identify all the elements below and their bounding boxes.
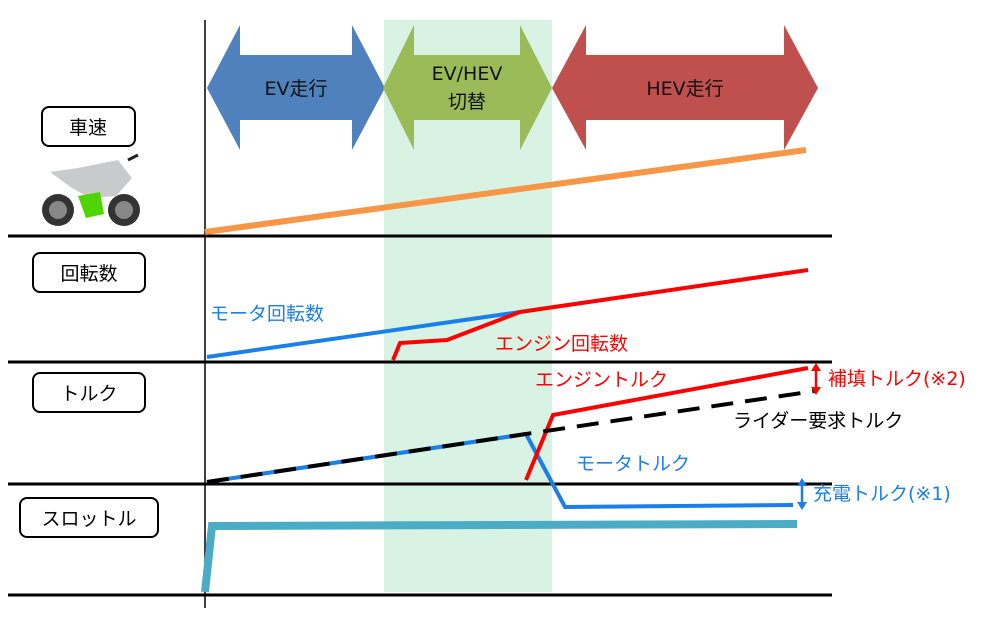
hev-phase-label: HEV走行 (646, 78, 723, 100)
switch-phase-label-2: 切替 (448, 91, 486, 113)
throttle-label: スロットル (41, 508, 136, 530)
engine-rpm-label: エンジン回転数 (495, 333, 628, 355)
rider-torque-label: ライダー要求トルク (733, 410, 903, 432)
switch-phase-arrow (383, 25, 552, 150)
motor-torque-label: モータトルク (576, 453, 690, 475)
motor-torque-line (206, 431, 794, 510)
rider-torque-line (206, 389, 816, 484)
engine-torque-line (524, 366, 809, 481)
ev-phase-arrow (207, 25, 385, 150)
rpm-label: 回転数 (60, 263, 117, 285)
throttle-label-box (19, 497, 159, 538)
charge-torque-arrow (797, 478, 807, 510)
supplement-torque-label: 補填トルク(※2) (828, 368, 966, 390)
speed-label-box (41, 106, 136, 147)
supplement-torque-arrow (811, 363, 821, 395)
ev-phase-label: EV走行 (264, 78, 327, 100)
motor-rpm-label: モータ回転数 (210, 303, 324, 325)
speed-label: 車速 (69, 117, 107, 139)
hev-phase-arrow (552, 25, 818, 150)
torque-label-box (32, 372, 146, 413)
rpm-label-box (32, 252, 146, 293)
switch-phase-label-1: EV/HEV (432, 63, 503, 85)
speed-line (204, 147, 807, 235)
throttle-line (201, 520, 798, 593)
charge-torque-label: 充電トルク(※1) (813, 483, 951, 505)
motorcycle-icon (42, 153, 140, 226)
engine-rpm-line (391, 268, 809, 361)
engine-torque-label: エンジントルク (535, 369, 668, 391)
torque-label: トルク (60, 383, 117, 405)
motor-rpm-line (206, 310, 521, 359)
